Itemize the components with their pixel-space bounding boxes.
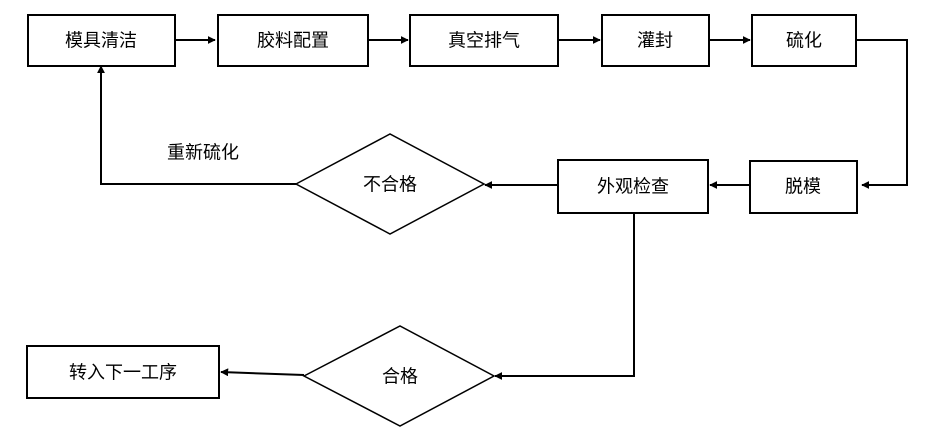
node-demold: 脱模 bbox=[749, 160, 858, 214]
node-vacuum-label: 真空排气 bbox=[448, 31, 520, 52]
node-mold-clean: 模具清洁 bbox=[27, 14, 176, 67]
node-cure: 硫化 bbox=[751, 14, 857, 67]
edge-recure-label: 重新硫化 bbox=[167, 143, 239, 164]
edge-fail-to-clean bbox=[97, 65, 296, 185]
node-demold-label: 脱模 bbox=[785, 177, 821, 198]
node-glue-prep: 胶料配置 bbox=[217, 14, 369, 67]
node-next-label: 转入下一工序 bbox=[69, 363, 177, 384]
node-inspect-label: 外观检查 bbox=[597, 177, 669, 198]
node-pour-label: 灌封 bbox=[637, 31, 673, 52]
node-fail: 不合格 bbox=[294, 133, 486, 235]
node-pass: 合格 bbox=[302, 325, 496, 427]
node-inspect: 外观检查 bbox=[557, 159, 709, 214]
node-glue-prep-label: 胶料配置 bbox=[257, 31, 329, 52]
edge-cure-to-demold bbox=[856, 39, 908, 189]
edge-inspect-to-pass bbox=[494, 213, 635, 380]
node-vacuum: 真空排气 bbox=[409, 14, 559, 67]
node-next: 转入下一工序 bbox=[26, 345, 220, 399]
node-mold-clean-label: 模具清洁 bbox=[65, 31, 137, 52]
node-fail-label: 不合格 bbox=[363, 175, 417, 196]
edge-pass-to-next bbox=[220, 368, 305, 377]
node-pour: 灌封 bbox=[601, 14, 710, 67]
node-cure-label: 硫化 bbox=[786, 31, 822, 52]
node-pass-label: 合格 bbox=[382, 367, 418, 388]
